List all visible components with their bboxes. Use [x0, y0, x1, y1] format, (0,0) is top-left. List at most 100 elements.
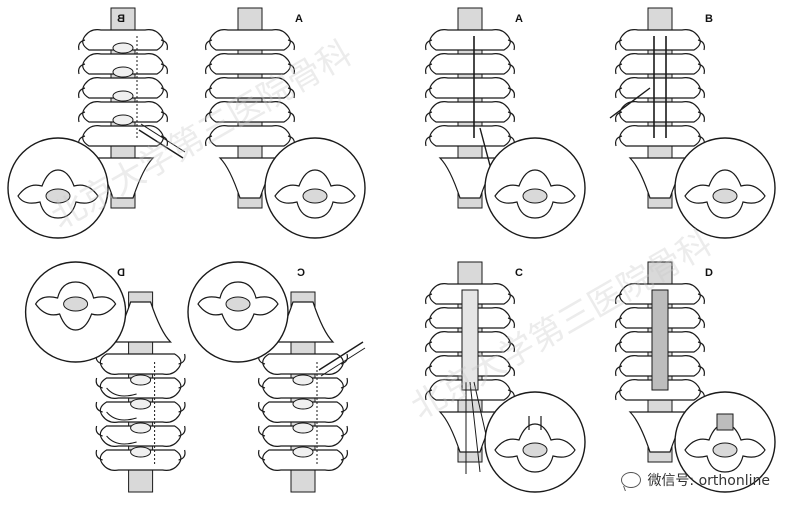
transverse-process	[178, 377, 186, 389]
axial-canal	[225, 296, 251, 312]
transverse-process	[160, 135, 168, 147]
axial-canal	[302, 188, 328, 204]
vertebra-lamina	[99, 449, 182, 471]
wechat-badge: 微信号: orthonline	[621, 470, 770, 490]
vertebra-lamina	[99, 425, 182, 447]
panel-artwork	[187, 261, 366, 493]
laminar-opening	[112, 66, 134, 78]
transverse-process	[160, 111, 168, 123]
laminar-opening	[292, 446, 314, 458]
vertebra-lamina	[82, 53, 164, 75]
surgical-instrument	[140, 123, 186, 153]
transverse-process	[697, 293, 705, 305]
transverse-process	[697, 39, 705, 51]
transverse-process	[287, 111, 295, 123]
transverse-process	[697, 365, 705, 377]
transverse-process	[205, 63, 213, 75]
transverse-process	[425, 39, 433, 51]
axial-canal	[63, 296, 89, 312]
transverse-process	[287, 63, 295, 75]
wechat-badge-text: 微信号: orthonline	[647, 473, 770, 489]
figure-panel: B	[7, 7, 186, 239]
transverse-process	[258, 425, 266, 437]
transverse-process	[615, 111, 623, 123]
laminar-opening	[130, 422, 152, 434]
transverse-process	[95, 425, 103, 437]
transverse-process	[178, 449, 186, 461]
suture	[106, 387, 137, 397]
panel-artwork	[425, 7, 586, 239]
transverse-process	[507, 63, 515, 75]
suture	[106, 411, 137, 421]
axial-canal	[712, 188, 738, 204]
transverse-process	[697, 317, 705, 329]
transverse-process	[425, 87, 433, 99]
transverse-process	[340, 377, 348, 389]
transverse-process	[615, 135, 623, 147]
surgical-instrument	[318, 341, 364, 371]
panel-artwork	[24, 261, 186, 493]
transverse-process	[205, 135, 213, 147]
vertebra-lamina	[262, 377, 344, 399]
transverse-process	[160, 63, 168, 75]
transverse-process	[425, 135, 433, 147]
suture	[106, 435, 137, 445]
figure-panel: B	[609, 7, 776, 239]
panel-label: B	[705, 13, 713, 25]
surgical-instrument	[609, 87, 651, 119]
transverse-process	[507, 39, 515, 51]
axial-split	[528, 416, 542, 430]
panel-artwork	[609, 7, 776, 239]
transverse-process	[258, 449, 266, 461]
figure-panel: D	[24, 261, 186, 493]
transverse-process	[615, 87, 623, 99]
panel-artwork	[7, 7, 186, 239]
vertebra-lamina	[99, 401, 182, 423]
transverse-process	[507, 111, 515, 123]
vertebra-lamina	[209, 125, 291, 147]
transverse-process	[697, 341, 705, 353]
transverse-process	[258, 401, 266, 413]
vertebra-lamina	[619, 125, 701, 147]
laminar-opening	[130, 446, 152, 458]
transverse-process	[340, 449, 348, 461]
transverse-process	[615, 39, 623, 51]
transverse-process	[340, 401, 348, 413]
transverse-process	[205, 111, 213, 123]
transverse-process	[507, 341, 515, 353]
vertebra-lamina	[429, 125, 511, 147]
vertebra-lamina	[99, 353, 182, 375]
vertebra-lamina	[209, 77, 291, 99]
vertebra-lamina	[429, 53, 511, 75]
transverse-process	[78, 87, 86, 99]
laminar-opening	[112, 42, 134, 54]
axial-canal	[45, 188, 71, 204]
vertebra-lamina	[82, 101, 164, 123]
vertebra-lamina	[429, 29, 511, 51]
transverse-process	[205, 39, 213, 51]
vertebra-lamina	[429, 101, 511, 123]
transverse-process	[340, 425, 348, 437]
axial-canal	[712, 442, 738, 458]
transverse-process	[340, 353, 348, 365]
transverse-process	[507, 87, 515, 99]
figure-panel: C	[425, 261, 586, 493]
panel-label: A	[515, 13, 523, 25]
panel-artwork	[425, 261, 586, 493]
transverse-process	[95, 377, 103, 389]
panel-label: C	[515, 267, 523, 279]
transverse-process	[615, 341, 623, 353]
transverse-process	[615, 63, 623, 75]
axial-canal	[522, 188, 548, 204]
axial-graft	[716, 413, 734, 431]
transverse-process	[425, 389, 433, 401]
transverse-process	[507, 365, 515, 377]
surgical-instrument	[138, 129, 184, 159]
vertebra-lamina	[82, 125, 164, 147]
panel-artwork	[205, 7, 366, 239]
transverse-process	[178, 401, 186, 413]
transverse-process	[287, 39, 295, 51]
vertebra-lamina	[619, 77, 701, 99]
laminar-opening	[292, 422, 314, 434]
